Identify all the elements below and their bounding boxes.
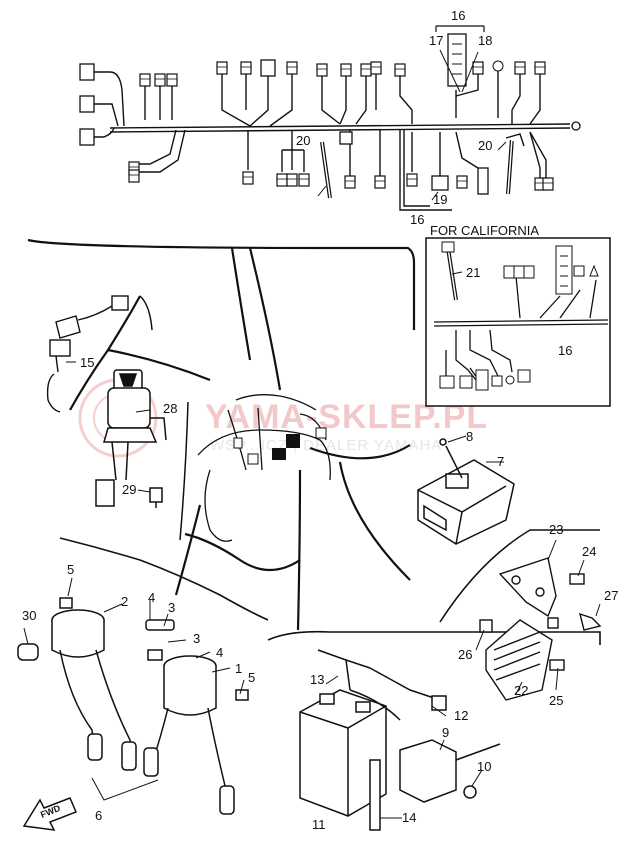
callout-30: 30 bbox=[22, 608, 36, 623]
california-box: FOR CALIFORNIA bbox=[425, 223, 611, 407]
main-wire-harness bbox=[88, 70, 571, 211]
center-connectors bbox=[233, 427, 327, 465]
leader-lines bbox=[23, 141, 601, 819]
harness-connectors bbox=[79, 33, 581, 199]
callout-15: 15 bbox=[80, 355, 94, 370]
callout-4-lower: 4 bbox=[216, 645, 223, 660]
callout-24: 24 bbox=[582, 544, 596, 559]
battery bbox=[299, 649, 501, 831]
callout-6: 6 bbox=[95, 808, 102, 823]
callout-labels: 1 2 3 3 4 4 5 5 6 7 8 9 10 11 12 13 14 1… bbox=[22, 8, 618, 832]
watermark-subtext: WSP...ICZ | DEALER YAMAHA bbox=[210, 437, 442, 454]
part-28-ignition bbox=[95, 369, 167, 508]
callout-5-left: 5 bbox=[67, 562, 74, 577]
callout-20-left: 20 bbox=[296, 133, 310, 148]
callout-7: 7 bbox=[497, 454, 504, 469]
callout-3-lower: 3 bbox=[193, 631, 200, 646]
callout-18: 18 bbox=[478, 33, 492, 48]
callout-4-upper: 4 bbox=[148, 590, 155, 605]
callout-20-right: 20 bbox=[478, 138, 492, 153]
part-22-regulator bbox=[479, 557, 602, 701]
callout-10: 10 bbox=[477, 759, 491, 774]
callout-16-california: 16 bbox=[558, 343, 572, 358]
ignition-coils bbox=[17, 597, 249, 815]
california-title: FOR CALIFORNIA bbox=[430, 223, 539, 238]
callout-19: 19 bbox=[433, 192, 447, 207]
callout-16-middle: 16 bbox=[410, 212, 424, 227]
region-dividers bbox=[27, 238, 416, 631]
part-7-ecu bbox=[417, 438, 515, 545]
callout-9: 9 bbox=[442, 725, 449, 740]
callout-3-upper: 3 bbox=[168, 600, 175, 615]
callout-28: 28 bbox=[163, 401, 177, 416]
callout-16-top: 16 bbox=[451, 8, 465, 23]
callout-14: 14 bbox=[402, 810, 416, 825]
callout-22: 22 bbox=[514, 683, 528, 698]
part-15-sensor bbox=[46, 295, 129, 413]
callout-11: 11 bbox=[312, 817, 326, 832]
callout-17: 17 bbox=[429, 33, 443, 48]
callout-1: 1 bbox=[235, 661, 242, 676]
callout-8: 8 bbox=[466, 429, 473, 444]
callout-25: 25 bbox=[549, 693, 563, 708]
callout-13: 13 bbox=[310, 672, 324, 687]
callout-23: 23 bbox=[549, 522, 563, 537]
callout-12: 12 bbox=[454, 708, 468, 723]
callout-2: 2 bbox=[121, 594, 128, 609]
fwd-arrow: FWD bbox=[22, 797, 77, 831]
callout-29: 29 bbox=[122, 482, 136, 497]
callout-26: 26 bbox=[458, 647, 472, 662]
callout-27: 27 bbox=[604, 588, 618, 603]
callout-5-right: 5 bbox=[248, 670, 255, 685]
callout-21: 21 bbox=[466, 265, 480, 280]
